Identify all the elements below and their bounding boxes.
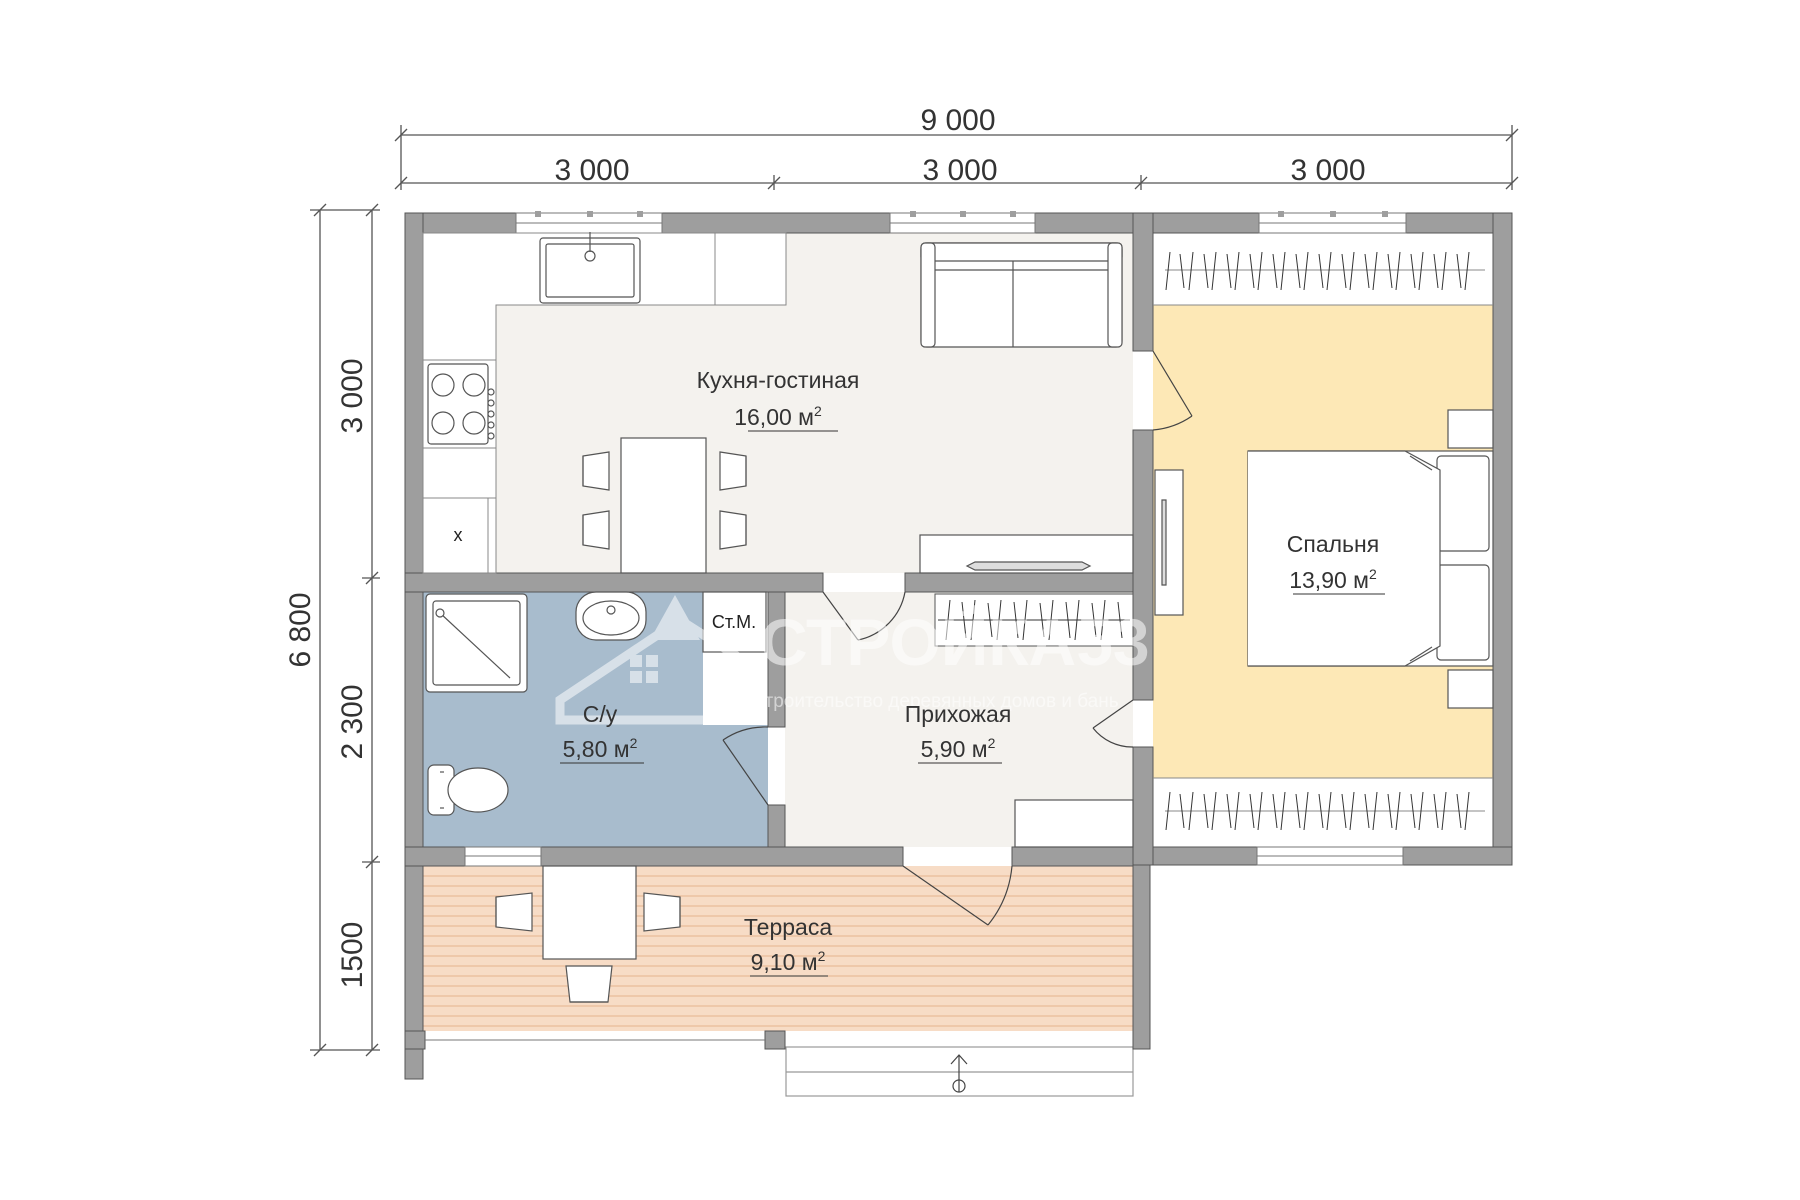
toilet-icon [427, 764, 509, 816]
hall-bench-icon [1014, 799, 1134, 848]
watermark-logo [555, 595, 740, 725]
bathroom-name: С/у [583, 701, 618, 727]
kitchen-sink-icon [539, 232, 641, 304]
walls [404, 212, 1513, 1080]
depth-segment-2-label: 2 300 [336, 684, 369, 759]
dining-table-icon [582, 437, 747, 574]
terrace-floor [423, 866, 1133, 1031]
watermark-tagline: строительство деревянных домов и бань [755, 691, 1119, 712]
bedroom-area: 13,90 м2 [1289, 566, 1377, 593]
terrace-table-icon [495, 865, 681, 1003]
tv-stand-icon [919, 534, 1134, 574]
watermark-brand: СТРОЙКА53 [760, 604, 1150, 679]
terrace-name: Терраса [744, 914, 832, 940]
bedroom-wardrobe-top-icon [1153, 251, 1493, 306]
stove-icon [427, 363, 495, 445]
depth-segment-3-label: 1500 [336, 922, 369, 989]
entrance-steps [785, 1046, 1134, 1097]
bathroom-label: С/у 5,80 м2 [560, 701, 644, 764]
bathroom-area: 5,80 м2 [563, 735, 638, 762]
width-segment-3-label: 3 000 [1290, 154, 1365, 187]
bedroom-wardrobe-bottom-icon [1153, 777, 1493, 831]
wardrobe-top-floor [1153, 233, 1493, 305]
hall-wardrobe-icon [934, 593, 1134, 647]
wardrobe-bottom-floor [1153, 778, 1493, 847]
double-bed-icon [1247, 409, 1494, 709]
hall-area: 5,90 м2 [921, 735, 996, 762]
windows [464, 212, 1407, 867]
bedroom-label: Спальня 13,90 м2 [1287, 531, 1385, 595]
kitchen-name: Кухня-гостиная [697, 367, 860, 393]
doors [722, 350, 1193, 926]
bedroom-name: Спальня [1287, 531, 1379, 557]
width-segment-2-label: 3 000 [922, 154, 997, 187]
sofa-icon [920, 242, 1123, 348]
depth-segment-1-label: 3 000 [336, 358, 369, 433]
dimension-lines [310, 125, 1519, 1057]
width-segment-1-label: 3 000 [554, 154, 629, 187]
kitchen-area: 16,00 м2 [734, 403, 822, 430]
bedroom-tv-icon [1154, 469, 1184, 616]
hall-name: Прихожая [905, 701, 1012, 727]
shower-icon [425, 593, 528, 693]
appliance-cross-mark: x [454, 525, 463, 545]
washing-machine-icon: Ст.М. [702, 591, 767, 653]
washing-machine-label: Ст.М. [712, 612, 756, 632]
total-width-label: 9 000 [920, 104, 995, 137]
terrace-label: Терраса 9,10 м2 [744, 914, 832, 977]
kitchen-label: Кухня-гостиная 16,00 м2 [697, 367, 860, 432]
washbasin-icon [575, 591, 647, 641]
terrace-area: 9,10 м2 [751, 948, 826, 975]
hall-label: Прихожая 5,90 м2 [905, 701, 1012, 764]
total-depth-label: 6 800 [284, 592, 317, 667]
